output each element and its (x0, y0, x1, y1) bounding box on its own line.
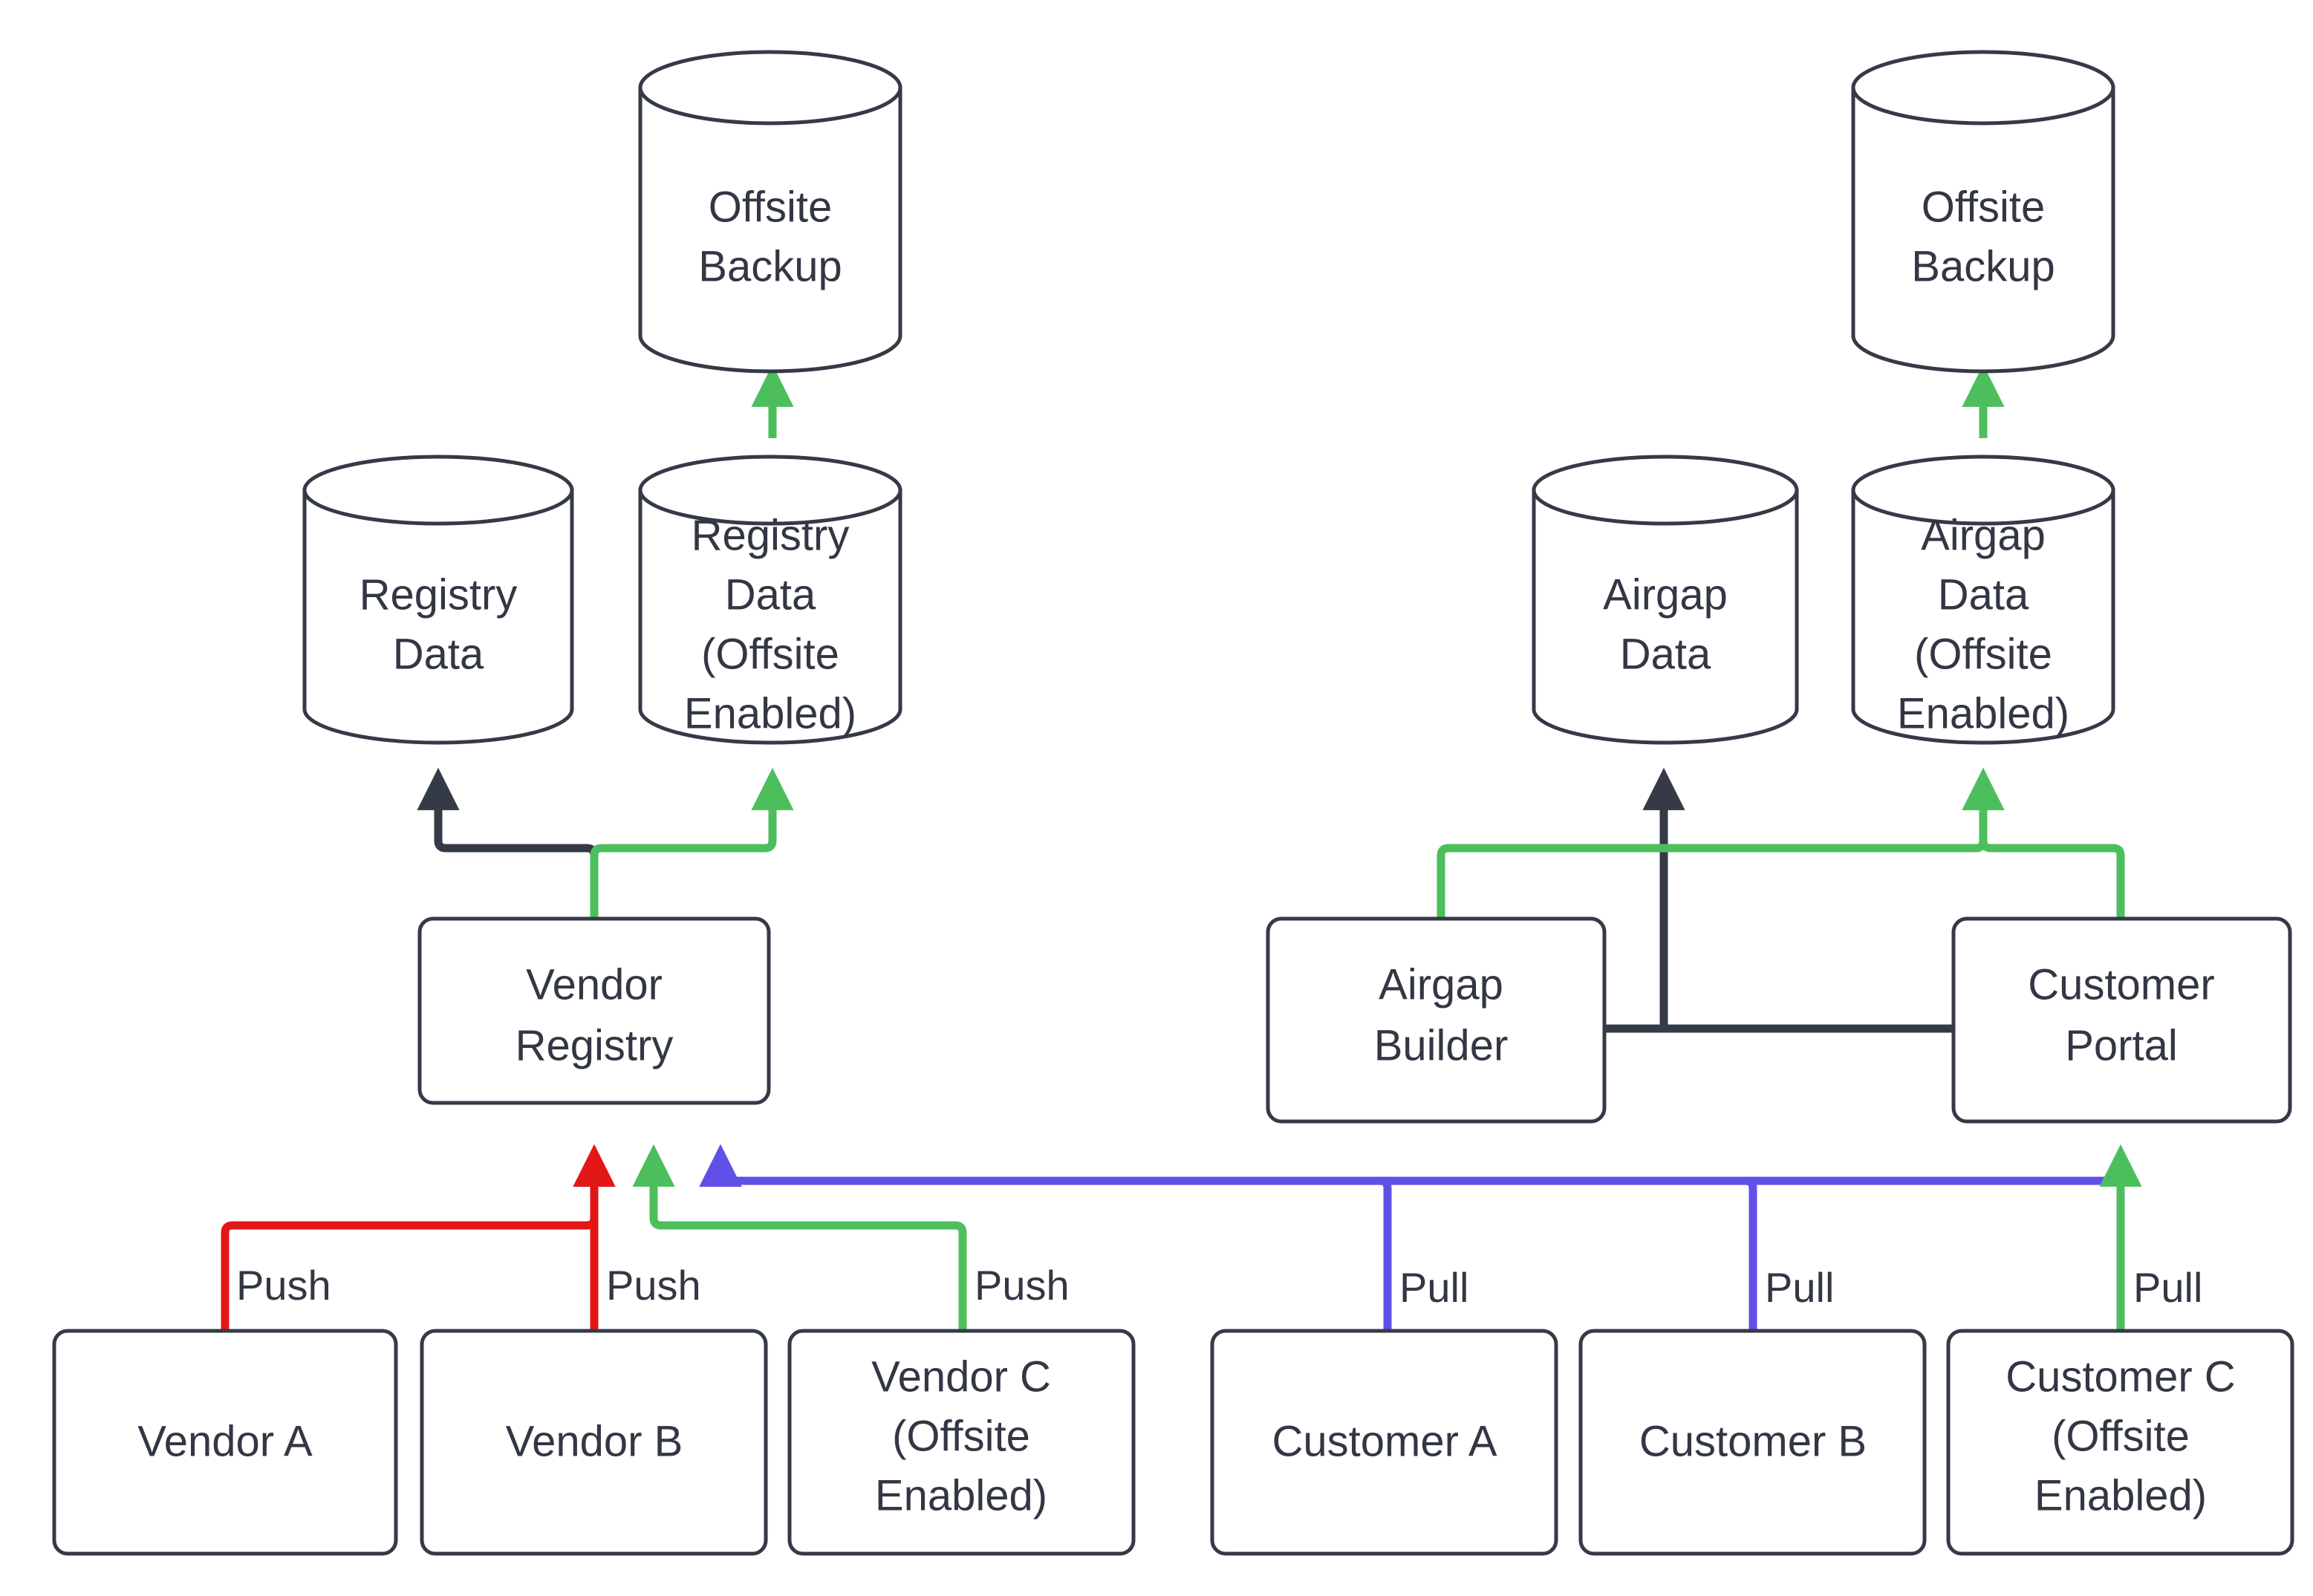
node-label: Data (393, 630, 484, 678)
node-registry-data[interactable]: Registry Data (302, 455, 574, 745)
node-label: Vendor C (871, 1352, 1051, 1401)
edge-label-vendor-c-push: Push (975, 1262, 1070, 1309)
node-label: Enabled) (875, 1471, 1047, 1520)
edge-label-customer-a-pull: Pull (1399, 1264, 1468, 1311)
edge-vendor-c-to-vendor-registry (632, 1144, 967, 1329)
node-label: Registry (692, 511, 850, 559)
node-customer-b[interactable]: Customer B (1578, 1329, 1927, 1556)
node-label: Data (1620, 630, 1711, 678)
node-label: Airgap (1921, 511, 2046, 559)
edge-vendor-registry-to-registry-data (417, 767, 599, 917)
node-label: Data (725, 570, 816, 619)
node-label: Enabled) (1897, 689, 2069, 737)
node-label: Registry (360, 570, 518, 619)
edge-customer-portal-to-airgap-data-offsite (1962, 767, 2125, 917)
node-label: (Offsite (701, 630, 839, 678)
node-customer-c[interactable]: Customer C (Offsite Enabled) (1946, 1329, 2294, 1556)
node-label: Airgap (1603, 570, 1728, 619)
node-label: Portal (2065, 1021, 2178, 1069)
edge-label-vendor-a-push: Push (236, 1262, 331, 1309)
node-vendor-registry[interactable]: Vendor Registry (417, 916, 771, 1105)
node-customer-portal[interactable]: Customer Portal (1951, 916, 2292, 1124)
node-customer-a[interactable]: Customer A (1210, 1329, 1558, 1556)
node-label: Customer (2028, 960, 2214, 1009)
node-label: Backup (698, 242, 842, 290)
node-offsite-backup-left[interactable]: Offsite Backup (638, 50, 902, 374)
node-label: (Offsite (1914, 630, 2052, 678)
node-label: Data (1938, 570, 2029, 619)
edge-label-customer-b-pull: Pull (1765, 1264, 1834, 1311)
node-label: Customer B (1639, 1417, 1867, 1465)
node-vendor-a[interactable]: Vendor A (52, 1329, 398, 1556)
node-label: Vendor B (506, 1417, 683, 1465)
node-label: (Offsite (892, 1412, 1030, 1460)
node-airgap-data-offsite[interactable]: Airgap Data (Offsite Enabled) (1851, 455, 2115, 745)
node-label: Airgap (1379, 960, 1503, 1009)
edge-label-vendor-b-push: Push (606, 1262, 701, 1309)
node-vendor-b[interactable]: Vendor B (420, 1329, 768, 1556)
node-vendor-c[interactable]: Vendor C (Offsite Enabled) (787, 1329, 1136, 1556)
node-label: Registry (515, 1021, 674, 1069)
node-label: Customer A (1272, 1417, 1497, 1465)
node-label: Offsite (1922, 183, 2046, 231)
node-label: Vendor A (137, 1417, 313, 1465)
edge-airgap-builder-to-airgap-data-offsite (1437, 767, 2005, 917)
edge-vendor-registry-to-registry-data-offsite (590, 767, 794, 917)
node-offsite-backup-right[interactable]: Offsite Backup (1851, 50, 2115, 374)
edge-label-customer-c-pull: Pull (2133, 1264, 2202, 1311)
node-label: Customer C (2005, 1352, 2235, 1401)
node-label: Enabled) (684, 689, 856, 737)
node-label: Offsite (709, 183, 833, 231)
node-registry-data-offsite[interactable]: Registry Data (Offsite Enabled) (638, 455, 902, 745)
node-label: Backup (1911, 242, 2055, 290)
node-label: (Offsite (2052, 1412, 2190, 1460)
node-label: Vendor (526, 960, 663, 1009)
node-airgap-builder[interactable]: Airgap Builder (1266, 916, 1607, 1124)
node-airgap-data[interactable]: Airgap Data (1532, 455, 1799, 745)
node-label: Builder (1374, 1021, 1509, 1069)
node-label: Enabled) (2034, 1471, 2207, 1520)
